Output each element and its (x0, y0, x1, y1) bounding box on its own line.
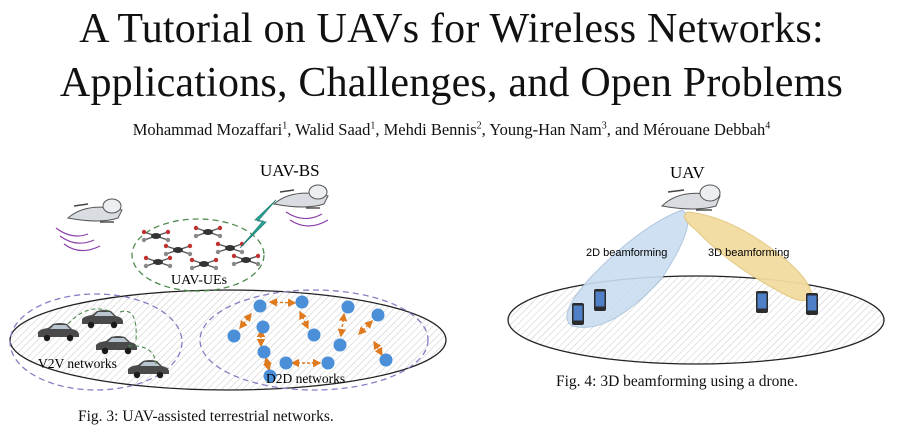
uav-ues-group-boundary (131, 218, 265, 292)
v2v-group-boundary (9, 293, 183, 391)
phone-icon (572, 303, 584, 325)
figure-4-caption: Fig. 4: 3D beamforming using a drone. (556, 373, 798, 390)
uav-ue-drone-icon (143, 255, 173, 269)
d2d-device-nodes (227, 295, 393, 383)
author-name: Mérouane Debbah (642, 120, 766, 139)
figure-4-3d-beamforming: UAV 2D beamforming 3D beamforming (507, 163, 885, 365)
author-affiliation-mark: 2 (476, 120, 482, 132)
author-affiliation-mark: 1 (282, 120, 288, 132)
uav-ues-label: UAV-UEs (171, 273, 227, 288)
signal-waves-icon (285, 211, 329, 227)
uav-ue-drone-icon (141, 229, 171, 243)
uav-bs-label: UAV-BS (260, 161, 320, 180)
uav-label: UAV (670, 163, 705, 182)
author-affiliation-mark: 3 (601, 120, 607, 132)
wireless-link-icon (239, 199, 277, 249)
d2d-group-boundary (199, 289, 429, 391)
uav-bs-drone-icon (272, 184, 329, 209)
uav-drone-icon (66, 198, 123, 223)
author-name: Walid Saad (295, 120, 371, 139)
author-list: Mohammad Mozaffari1, Walid Saad1, Mehdi … (132, 120, 771, 139)
phone-icon (806, 293, 818, 315)
uav-ue-drone-icon (163, 243, 193, 257)
figure-3-uav-assisted-networks: UAV-BS UAV-UEs V2V networks (9, 161, 447, 391)
author-affiliation-mark: 4 (765, 120, 771, 132)
author-name: Mohammad Mozaffari (132, 120, 283, 139)
terrestrial-ground-ellipse (9, 289, 447, 391)
v2v-links (67, 308, 157, 365)
uav-ue-drone-icon (231, 253, 261, 267)
author-name: Young-Han Nam (489, 120, 602, 139)
ground-ellipse (507, 275, 885, 365)
v2v-label: V2V networks (38, 356, 117, 371)
uav-drone-icon (660, 184, 721, 211)
paper-title-line-1: A Tutorial on UAVs for Wireless Networks… (79, 6, 824, 52)
beamforming-2d-label: 2D beamforming (586, 247, 667, 259)
phone-icon (594, 289, 606, 311)
uav-ue-drone-icon (215, 241, 245, 255)
d2d-label: D2D networks (266, 371, 345, 386)
signal-waves-icon (55, 227, 101, 252)
author-affiliation-mark: 1 (370, 120, 376, 132)
author-name: Mehdi Bennis (383, 120, 477, 139)
uav-ue-drone-icon (189, 257, 219, 271)
uav-ue-drone-icon (193, 225, 223, 239)
figure-3-caption: Fig. 3: UAV-assisted terrestrial network… (78, 408, 334, 425)
paper-title-line-2: Applications, Challenges, and Open Probl… (59, 60, 844, 106)
beamforming-3d-label: 3D beamforming (708, 247, 789, 259)
beam-3d (683, 211, 813, 301)
phone-icon (756, 291, 768, 313)
